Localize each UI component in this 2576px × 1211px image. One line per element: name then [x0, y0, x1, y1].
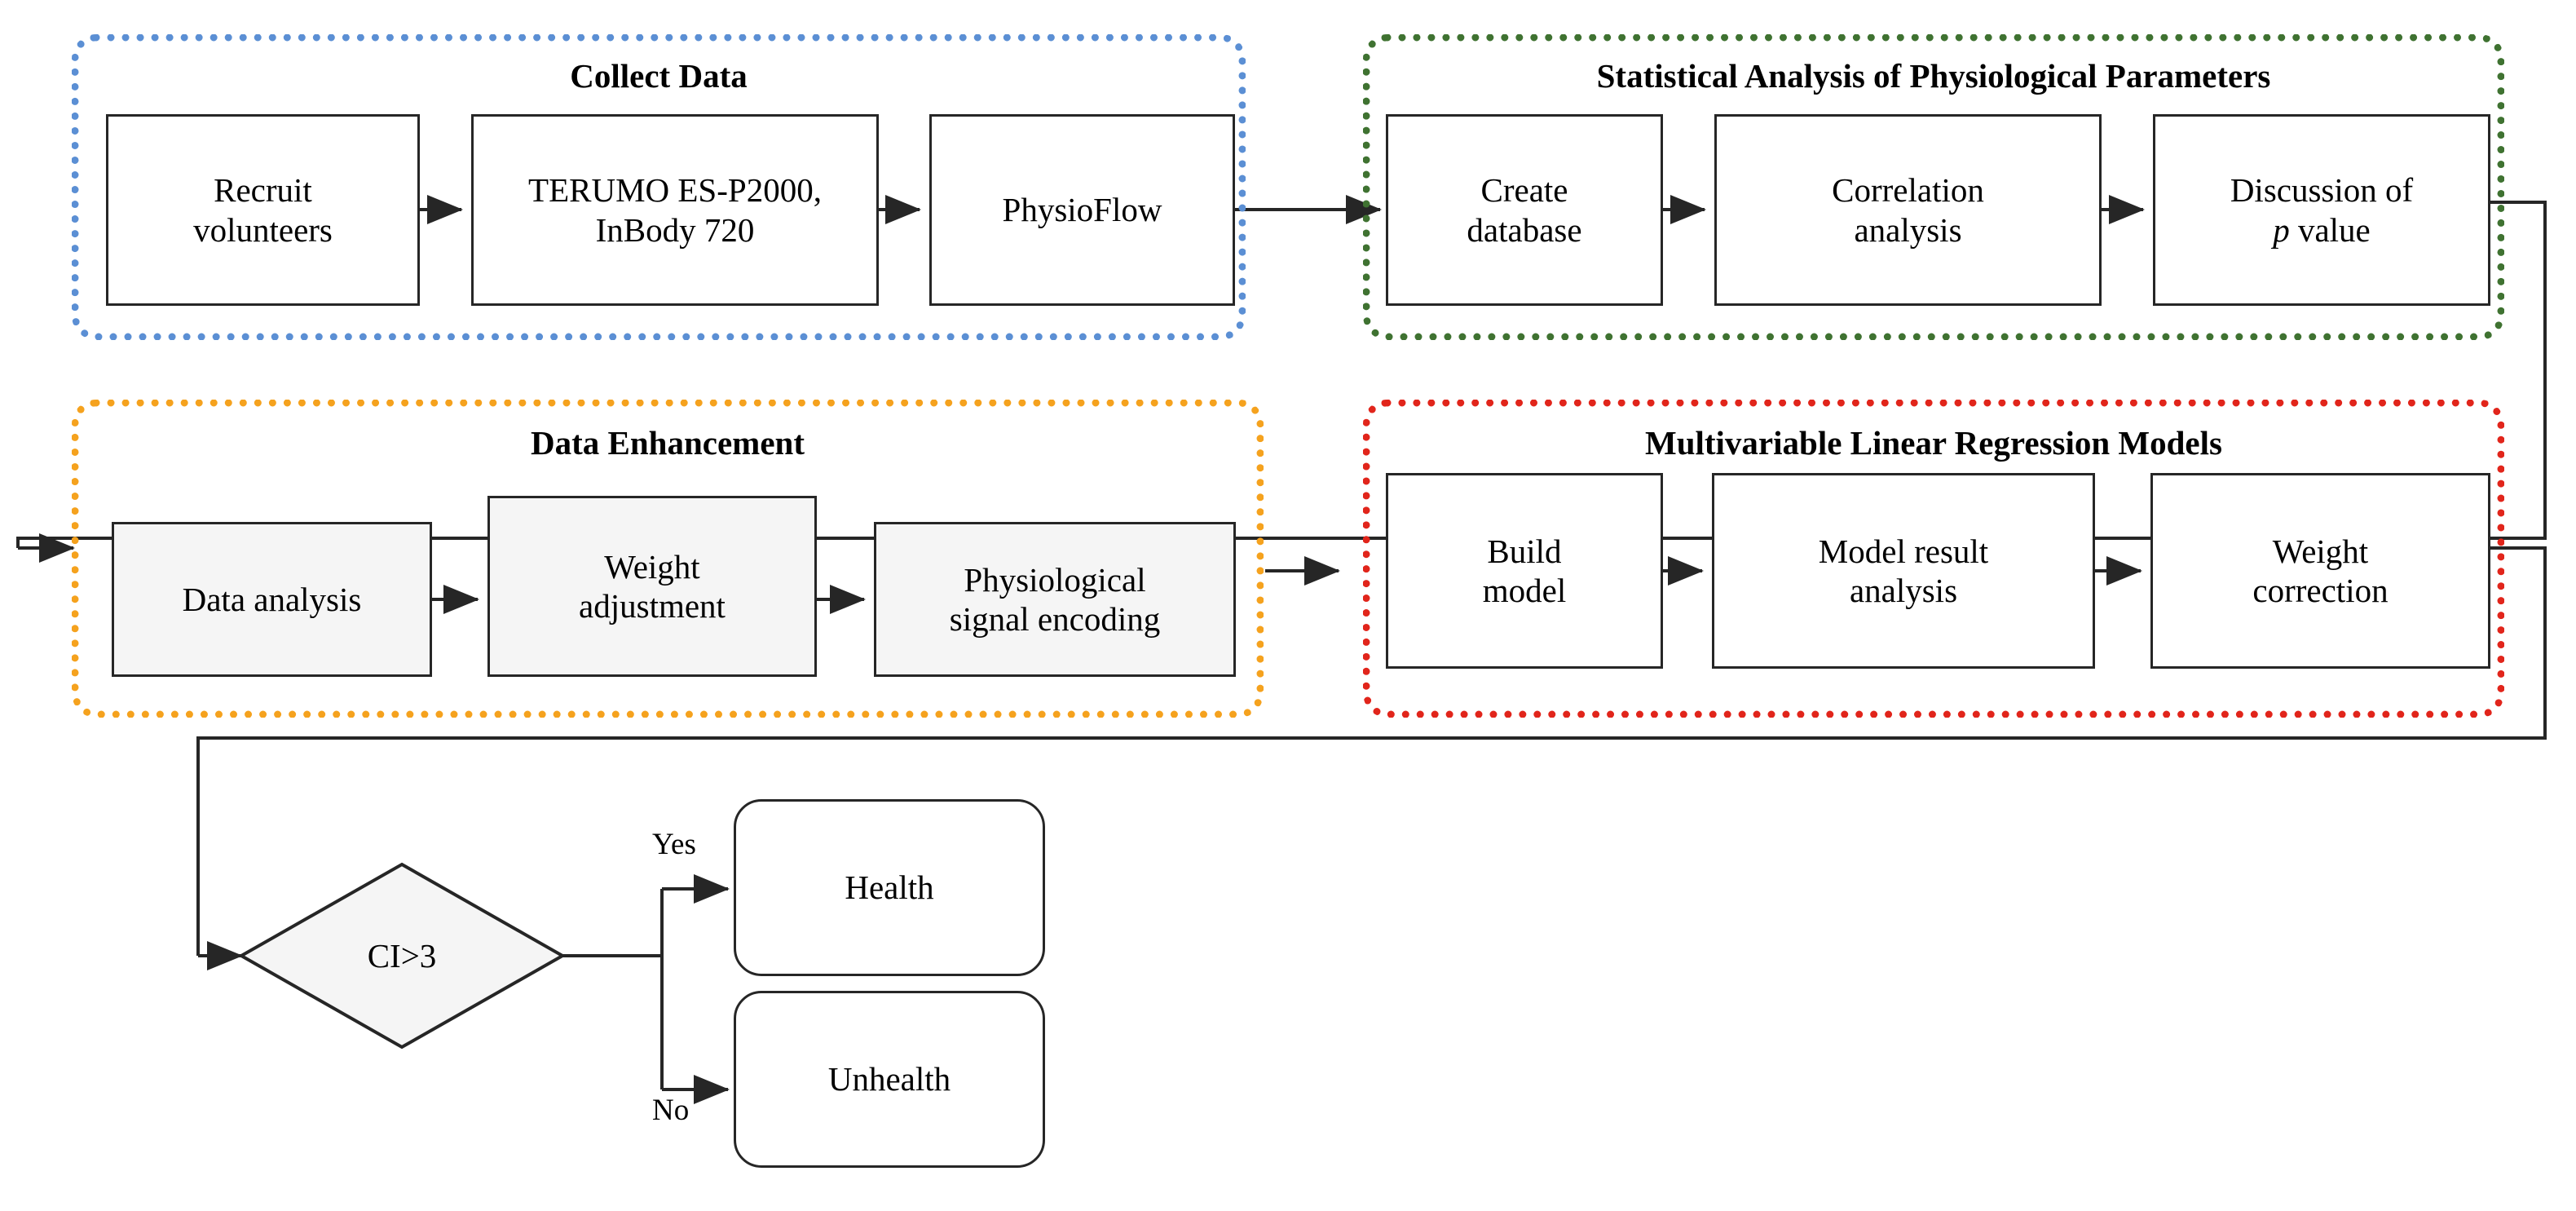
decision-label: CI>3 — [367, 937, 437, 975]
node-text: Recruit volunteers — [193, 171, 333, 249]
group-title-collect-data: Collect Data — [570, 57, 748, 95]
node-text: Model result analysis — [1818, 532, 1989, 609]
edge-label-yes: Yes — [652, 828, 696, 861]
group-title-statistical-analysis: Statistical Analysis of Physiological Pa… — [1596, 57, 2271, 95]
node-correlation-analysis[interactable]: Correlation analysis — [1714, 114, 2102, 306]
node-text: PhysioFlow — [1002, 191, 1162, 229]
edge-label-no: No — [652, 1094, 690, 1127]
group-title-regression-models: Multivariable Linear Regression Models — [1645, 424, 2222, 462]
decision-ci-threshold[interactable]: CI>3 — [241, 864, 562, 1047]
value-word: value — [2297, 210, 2371, 249]
node-text: Discussion of p value — [2230, 171, 2414, 249]
group-title-data-enhancement: Data Enhancement — [531, 424, 805, 462]
node-text: Health — [845, 868, 934, 907]
node-health[interactable]: Health — [734, 799, 1045, 976]
node-model-result-analysis[interactable]: Model result analysis — [1712, 473, 2095, 669]
group-regression-models: Multivariable Linear Regression Models — [1363, 400, 2504, 718]
node-data-analysis[interactable]: Data analysis — [112, 522, 432, 677]
node-weight-correction[interactable]: Weight correction — [2150, 473, 2490, 669]
node-text: Weight adjustment — [579, 547, 726, 625]
node-text: Correlation analysis — [1832, 171, 1984, 249]
node-text: Physiological signal encoding — [949, 560, 1161, 638]
node-terumo-inbody[interactable]: TERUMO ES-P2000, InBody 720 — [471, 114, 879, 306]
node-recruit-volunteers[interactable]: Recruit volunteers — [106, 114, 420, 306]
node-build-model[interactable]: Build model — [1386, 473, 1663, 669]
group-statistical-analysis: Statistical Analysis of Physiological Pa… — [1363, 34, 2504, 340]
node-weight-adjustment[interactable]: Weight adjustment — [487, 496, 817, 677]
node-physioflow[interactable]: PhysioFlow — [929, 114, 1235, 306]
node-physiological-signal-encoding[interactable]: Physiological signal encoding — [874, 522, 1236, 677]
node-text: Create database — [1467, 171, 1582, 249]
group-data-enhancement: Data Enhancement — [72, 400, 1264, 718]
group-collect-data: Collect Data — [72, 34, 1246, 340]
node-text: TERUMO ES-P2000, InBody 720 — [528, 171, 822, 249]
node-unhealth[interactable]: Unhealth — [734, 991, 1045, 1168]
node-text: Unhealth — [827, 1060, 951, 1098]
node-text: Weight correction — [2252, 532, 2389, 609]
node-discussion-p-value[interactable]: Discussion of p value — [2153, 114, 2490, 306]
node-text: Build model — [1482, 532, 1567, 609]
node-create-database[interactable]: Create database — [1386, 114, 1663, 306]
node-text: Data analysis — [182, 580, 362, 618]
p-symbol: p — [2273, 210, 2290, 249]
